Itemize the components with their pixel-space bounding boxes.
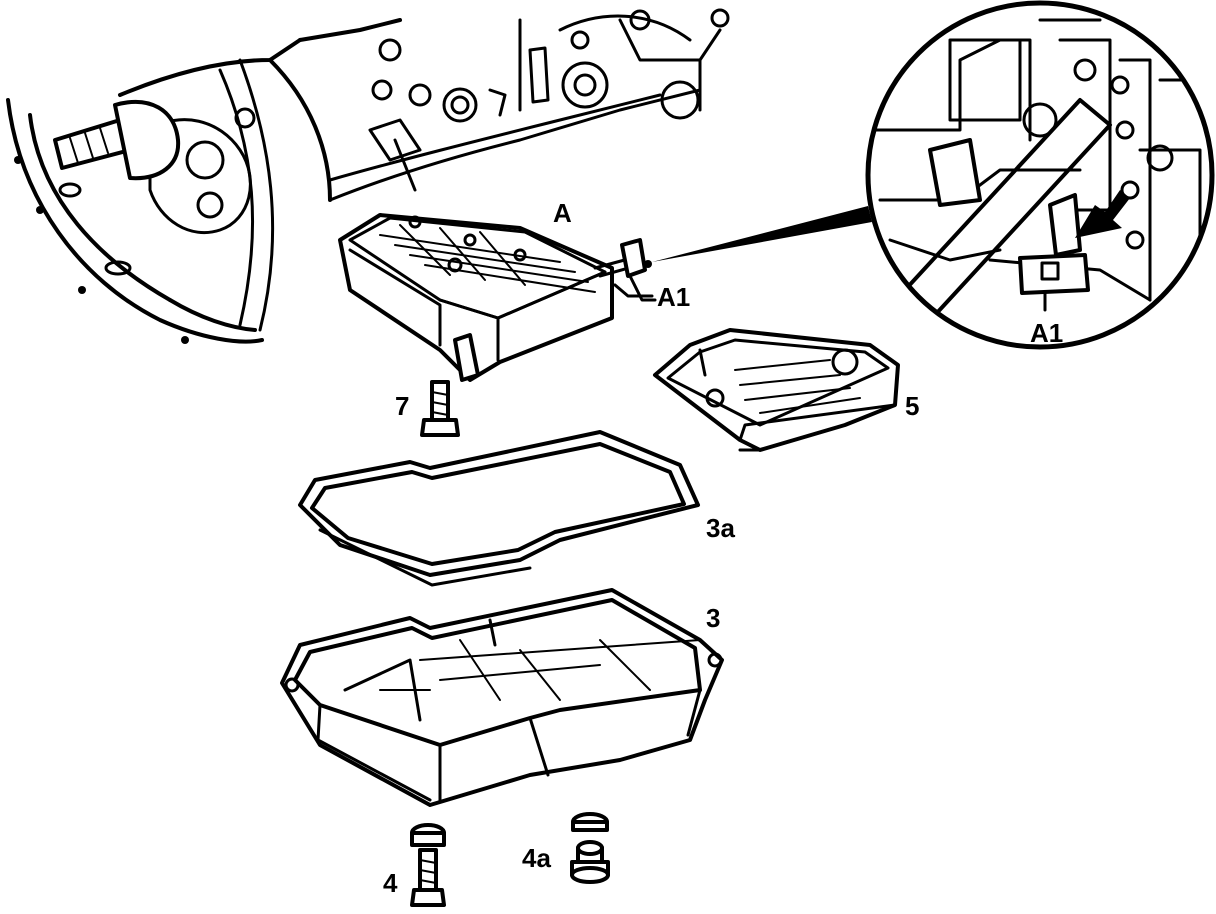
label-filter: 5	[905, 391, 919, 421]
label-bolt: 7	[395, 391, 409, 421]
label-valve-body: A	[553, 198, 572, 228]
label-oil-pan: 3	[706, 603, 720, 633]
drain-bolt	[410, 823, 446, 907]
label-drain-bolt: 4	[383, 868, 398, 898]
valve-body	[338, 213, 657, 382]
oil-pan	[280, 588, 724, 807]
connector-detail-inset	[865, 0, 1215, 350]
label-drain-plugs: 4a	[522, 843, 551, 873]
oil-filter	[653, 328, 900, 452]
gasket	[298, 430, 700, 587]
connector-leader	[613, 283, 654, 298]
label-connector-main: A1	[657, 282, 690, 312]
label-connector-inset: A1	[1030, 318, 1063, 348]
drain-plugs	[570, 812, 610, 884]
bolt	[420, 380, 460, 437]
transmission-housing	[6, 8, 730, 344]
label-gasket: 3a	[706, 513, 735, 543]
inset-pointer	[652, 206, 872, 262]
